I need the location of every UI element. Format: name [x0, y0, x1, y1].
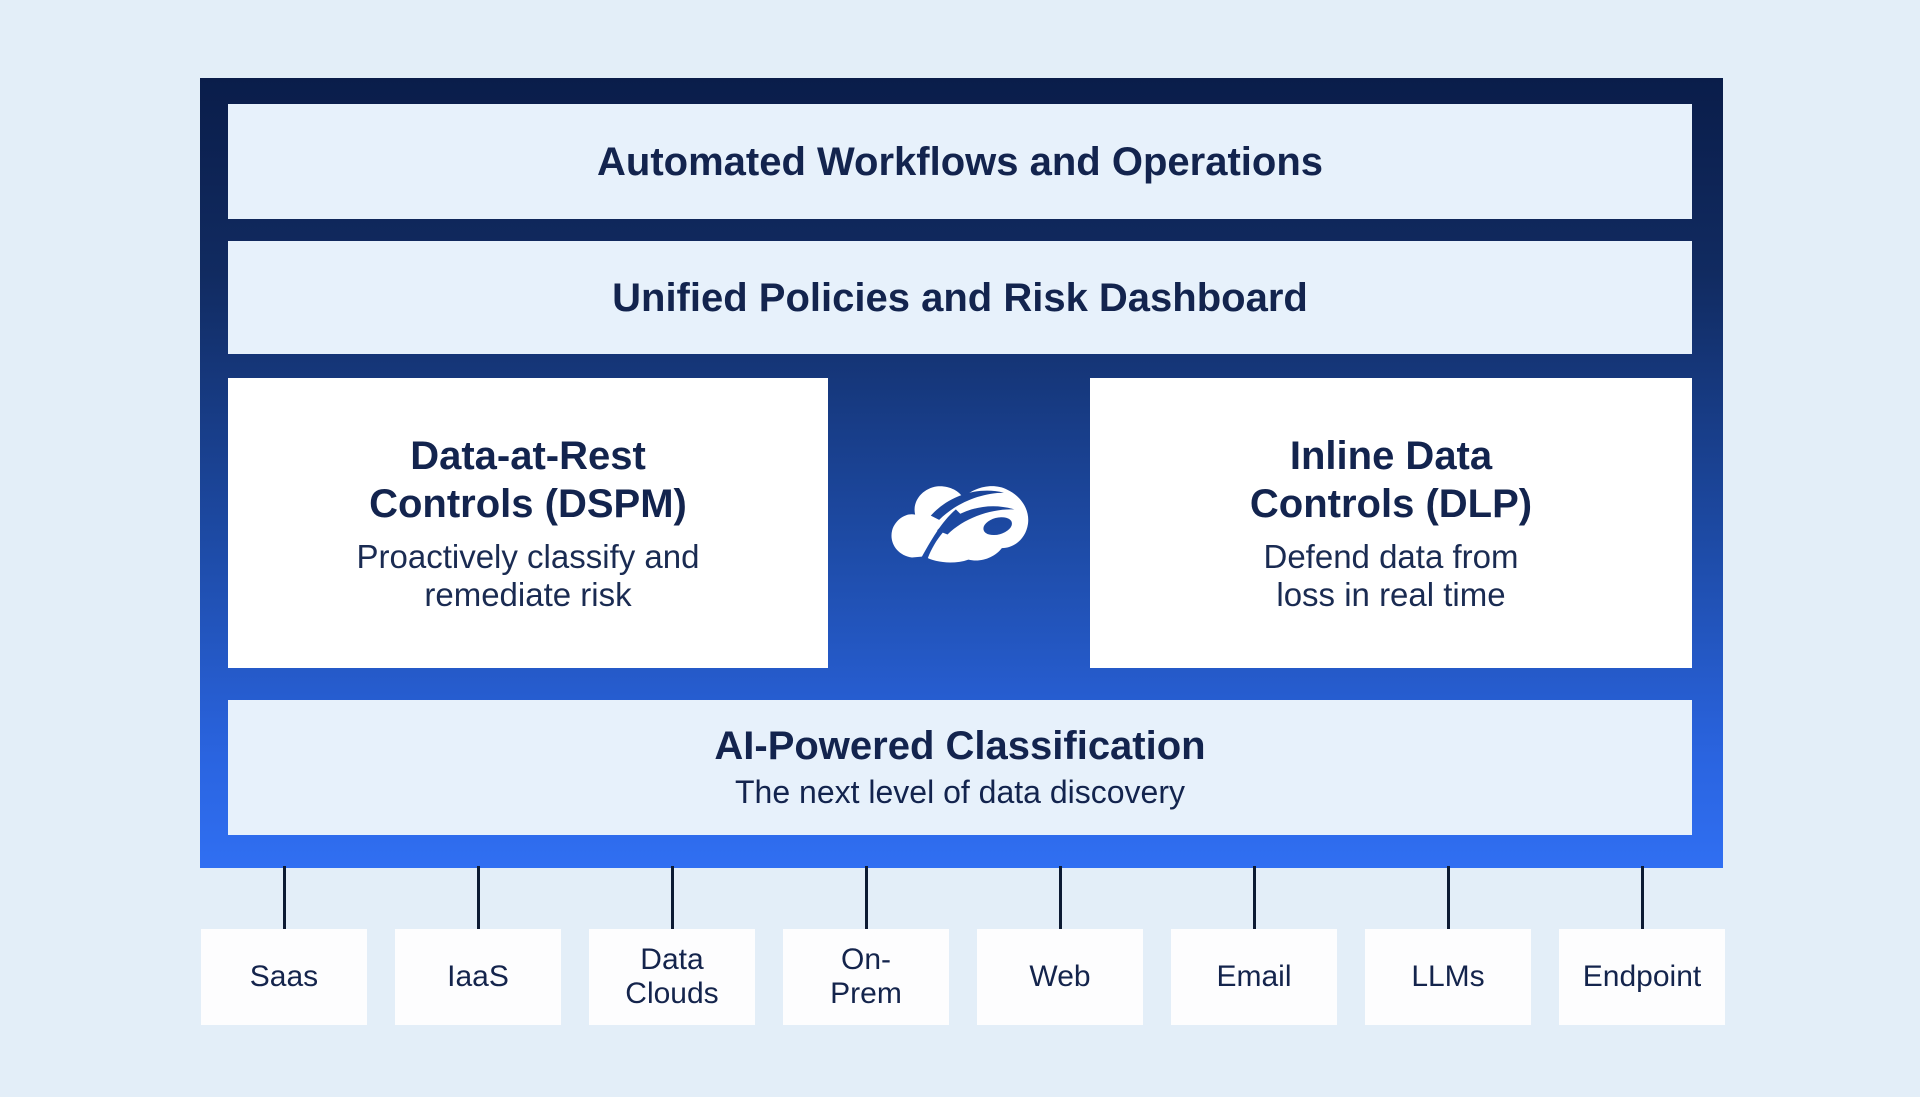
source-connector-iaas — [476, 866, 480, 929]
source-connector-email — [1252, 866, 1256, 929]
source-box-endpoint: Endpoint — [1559, 929, 1725, 1025]
dlp-subtitle-line2: loss in real time — [1276, 576, 1506, 613]
dspm-title-line2: Controls (DSPM) — [369, 482, 687, 527]
source-connector-endpoint — [1640, 866, 1644, 929]
ai-classification-subtitle: The next level of data discovery — [734, 774, 1185, 811]
source-label-onprem: On-Prem — [830, 942, 902, 1011]
dlp-subtitle-line1: Defend data from — [1263, 538, 1519, 576]
dlp-title-line2: Controls (DLP) — [1249, 482, 1533, 527]
dlp-box: Inline Data Controls (DLP) Defend data f… — [1090, 378, 1692, 668]
dlp-subtitle: Defend data from loss in real time — [1264, 538, 1519, 614]
source-connector-web — [1058, 866, 1062, 929]
dspm-box: Data-at-Rest Controls (DSPM) Proactively… — [228, 378, 828, 668]
source-box-saas: Saas — [201, 929, 367, 1025]
zscaler-cloud-logo — [889, 478, 1029, 568]
source-label-llms: LLMs — [1411, 959, 1485, 993]
source-label-email: Email — [1216, 959, 1292, 993]
ai-classification-bar: AI-Powered Classification The next level… — [228, 700, 1692, 835]
source-box-iaas: IaaS — [395, 929, 561, 1025]
dspm-title-line1: Data-at-Rest — [410, 434, 646, 479]
automated-workflows-bar: Automated Workflows and Operations — [228, 104, 1692, 219]
logo-area — [828, 378, 1090, 668]
unified-policies-bar: Unified Policies and Risk Dashboard — [228, 241, 1692, 354]
dlp-title: Inline Data Controls (DLP) — [1250, 432, 1532, 528]
source-box-email: Email — [1171, 929, 1337, 1025]
unified-policies-label: Unified Policies and Risk Dashboard — [612, 275, 1308, 320]
source-label-saas: Saas — [249, 959, 319, 993]
platform-stack-container: Automated Workflows and Operations Unifi… — [200, 78, 1723, 868]
source-label-iaas: IaaS — [447, 959, 509, 993]
source-connector-llms — [1446, 866, 1450, 929]
source-connector-saas — [282, 866, 286, 929]
source-label-web: Web — [1029, 959, 1091, 993]
dlp-title-line1: Inline Data — [1289, 434, 1493, 479]
dspm-title: Data-at-Rest Controls (DSPM) — [369, 432, 687, 528]
source-box-web: Web — [977, 929, 1143, 1025]
automated-workflows-label: Automated Workflows and Operations — [597, 139, 1323, 184]
dspm-subtitle: Proactively classify and remediate risk — [357, 538, 700, 614]
source-box-onprem: On-Prem — [783, 929, 949, 1025]
dspm-subtitle-line2: remediate risk — [424, 576, 632, 613]
source-box-llms: LLMs — [1365, 929, 1531, 1025]
source-label-endpoint: Endpoint — [1582, 959, 1702, 993]
source-connector-onprem — [864, 866, 868, 929]
source-connector-dataclouds — [670, 866, 674, 929]
dspm-subtitle-line1: Proactively classify and — [356, 538, 700, 576]
ai-classification-title: AI-Powered Classification — [714, 724, 1206, 769]
